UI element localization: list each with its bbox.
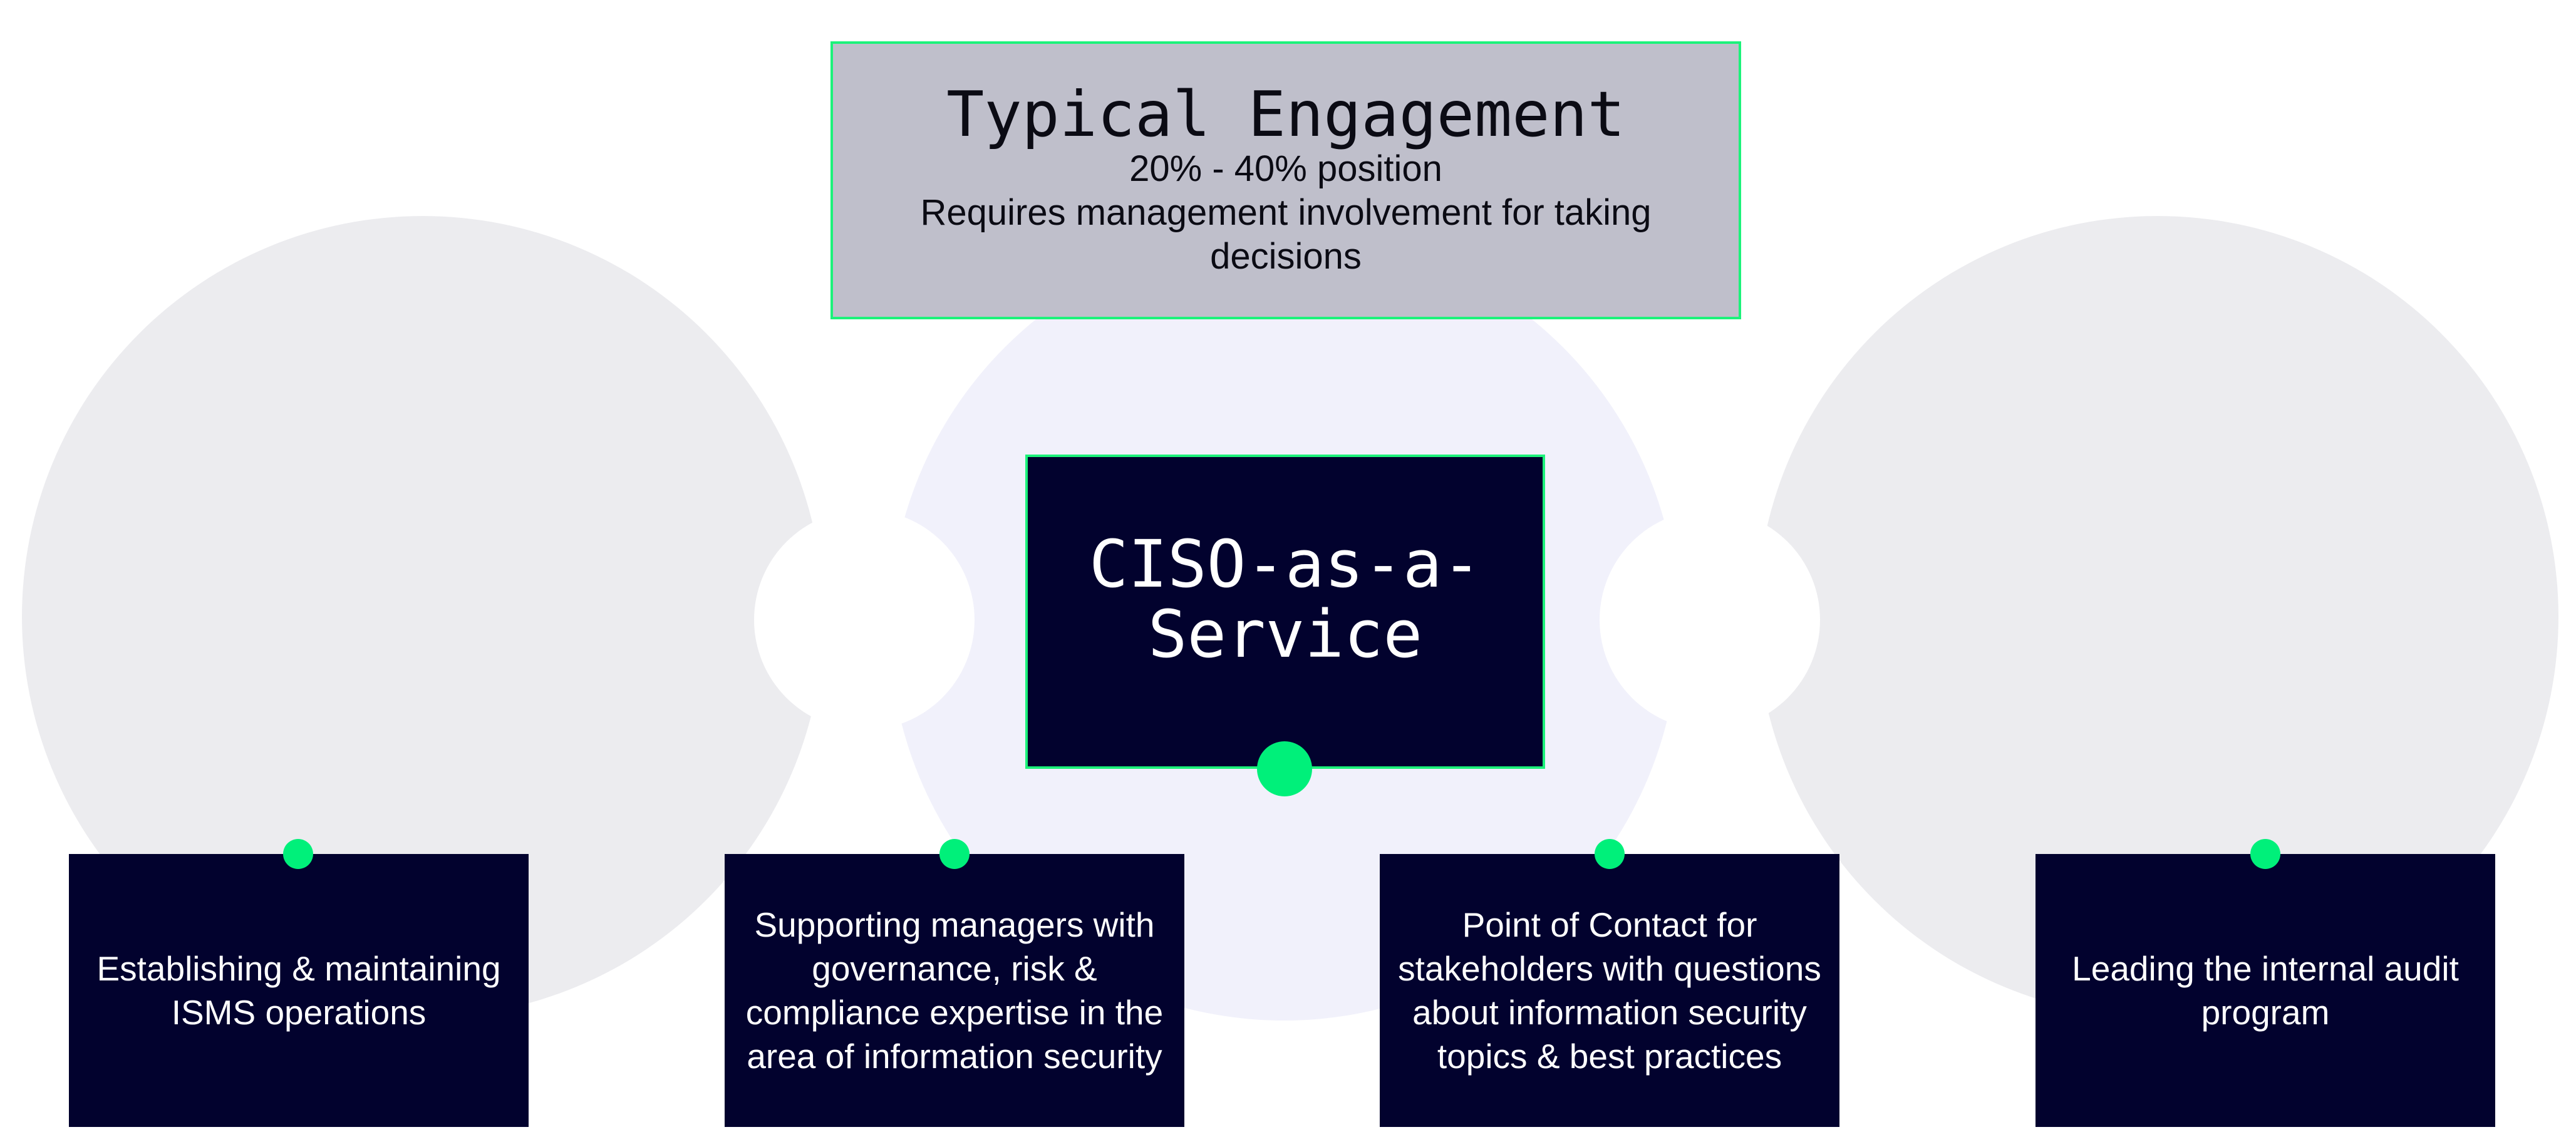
service-label: Point of Contact for stakeholders with q…	[1398, 905, 1821, 1076]
service-connector-dot	[2250, 839, 2280, 869]
engagement-box: Typical Engagement 20% - 40% position Re…	[830, 41, 1741, 319]
service-connector-dot	[283, 839, 313, 869]
service-node-grc: Supporting managers with governance, ris…	[725, 854, 1184, 1127]
right-circle	[1757, 216, 2558, 1017]
left-notch	[754, 510, 975, 730]
service-label: Supporting managers with governance, ris…	[745, 905, 1164, 1076]
service-node-audit: Leading the internal audit program	[2035, 854, 2495, 1127]
ciso-service-box: CISO-as-a-Service	[1025, 455, 1545, 769]
left-circle	[22, 216, 824, 1017]
ciso-service-title: CISO-as-a-Service	[1089, 526, 1482, 672]
engagement-line-1: 20% - 40% position	[1129, 148, 1442, 189]
engagement-title: Typical Engagement	[946, 78, 1625, 151]
right-notch	[1600, 510, 1820, 730]
service-connector-dot	[1595, 839, 1625, 869]
center-connector-dot	[1257, 741, 1312, 796]
service-label: Leading the internal audit program	[2072, 949, 2459, 1032]
service-label: Establishing & maintaining ISMS operatio…	[96, 949, 501, 1032]
service-connector-dot	[939, 839, 970, 869]
service-node-isms: Establishing & maintaining ISMS operatio…	[69, 854, 529, 1127]
engagement-line-2: Requires management involvement for taki…	[920, 192, 1652, 277]
service-node-contact: Point of Contact for stakeholders with q…	[1380, 854, 1839, 1127]
